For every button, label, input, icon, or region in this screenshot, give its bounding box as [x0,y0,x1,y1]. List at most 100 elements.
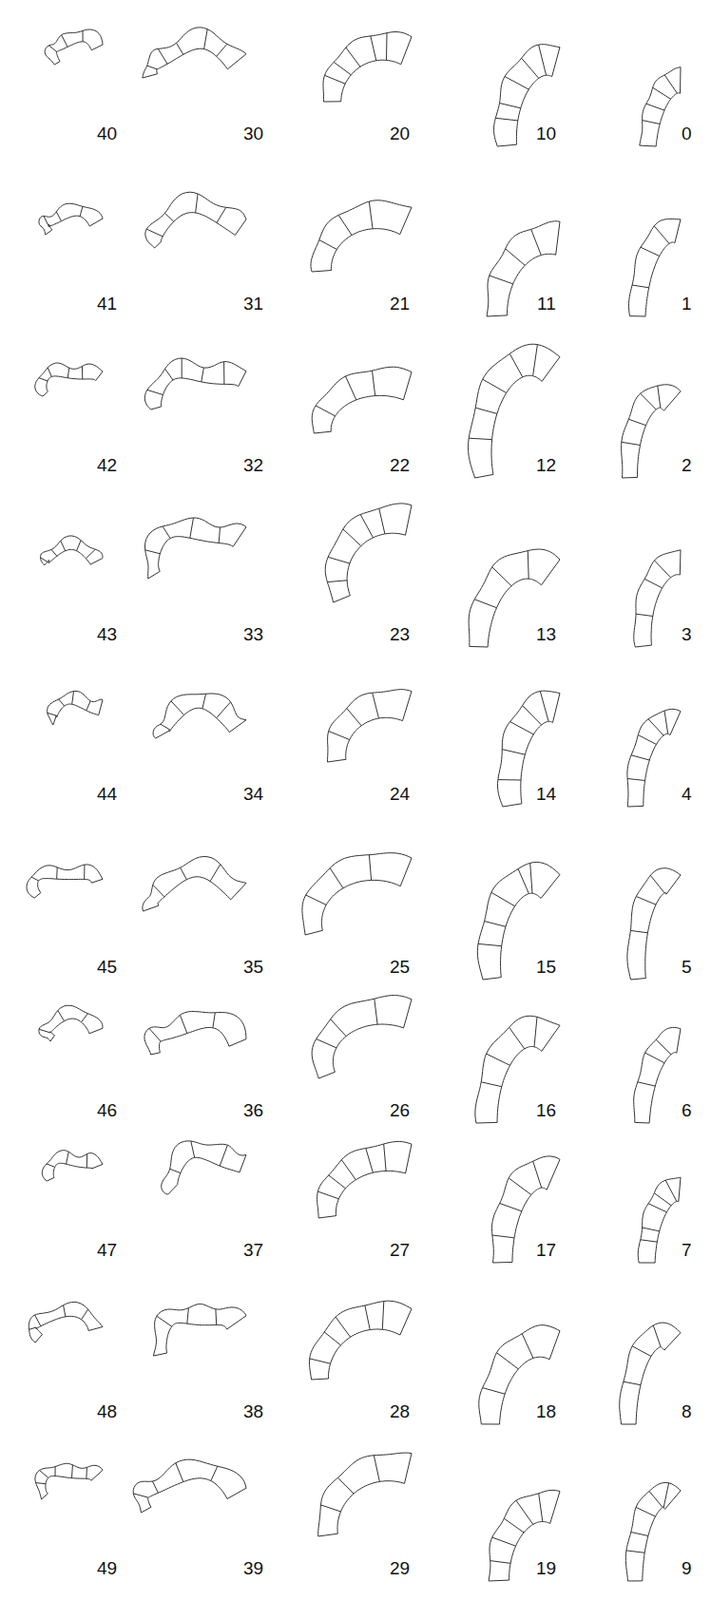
segmented-strip [477,862,560,981]
segment-joint [505,249,526,267]
segment-joint [645,1053,666,1064]
segment-joint [509,1027,525,1050]
segment-joint [175,1463,184,1483]
segment-joint [640,247,660,256]
segment-joint [211,1466,218,1481]
segment-joint [81,1309,89,1321]
segment-joint [152,1481,158,1494]
figure-number: 27 [388,1241,411,1260]
figure-number: 17 [535,1241,558,1260]
segment-joint [329,868,344,889]
segment-joint [66,1152,70,1165]
segment-joint [631,1533,649,1538]
segmented-strip [494,44,561,147]
segment-joint [210,864,221,883]
segment-joint [195,193,199,213]
segment-joint [538,1494,543,1523]
figure-number: 3 [680,625,693,644]
segment-joint [47,367,52,378]
segment-joint [370,36,377,61]
segment-joint [504,76,529,91]
segment-joint [650,875,665,894]
segment-joint [627,779,646,782]
segment-joint [653,87,672,99]
segment-joint [71,1465,74,1480]
segment-joint [325,75,346,84]
figure-number: 39 [242,1559,265,1578]
segment-joint [521,57,539,78]
segment-joint [153,884,165,898]
segment-joint [637,735,656,746]
segmented-strip [35,363,103,397]
figure-number: 48 [96,1402,118,1422]
segment-joint [330,1019,346,1038]
segment-joint [79,206,83,216]
segmented-strip [302,853,412,936]
segment-joint [316,1039,337,1049]
segment-joint [309,1359,331,1365]
figure-number: 35 [242,958,265,977]
segment-joint [315,405,336,417]
segment-joint [86,1154,88,1170]
segment-joint [56,211,61,222]
segmented-strip [621,384,681,479]
figure-number: 4 [680,785,693,804]
segment-joint [632,285,650,289]
segment-joint [40,557,50,564]
segmented-strip [323,32,412,103]
figure-number: 41 [96,294,118,313]
segment-joint [223,362,225,385]
segment-joint [368,201,373,230]
segment-joint [644,578,663,588]
segment-joint [346,709,362,727]
figure-number: 47 [96,1241,118,1260]
segment-joint [333,61,351,75]
segmented-strip [38,203,103,235]
segment-joint [171,701,185,716]
segmented-strip [145,518,248,579]
figure-number: 40 [96,124,118,143]
segment-joint [149,1028,161,1042]
figure-number: 9 [680,1559,693,1578]
figure-number: 28 [388,1402,411,1422]
segment-joint [635,614,654,616]
segment-joint [478,943,502,946]
segment-joint [538,44,547,76]
figure-number: 18 [535,1402,558,1422]
segmented-strip [145,192,247,249]
segmented-strip [311,996,412,1079]
segment-joint [621,441,641,445]
figure-number: 22 [388,456,411,475]
segment-joint [626,1551,645,1554]
segment-joint [63,1306,66,1318]
segment-joint [653,1193,672,1207]
segment-joint [379,508,385,535]
segment-joint [306,895,327,905]
segment-joint [56,867,58,880]
figure-number: 38 [242,1402,265,1422]
segment-joint [218,527,220,544]
segment-joint [382,1302,385,1331]
figure-number: 46 [96,1101,118,1120]
figure-number: 23 [388,625,411,644]
segment-joint [648,1204,667,1213]
segment-joint [531,229,542,255]
segment-joint [317,1191,339,1200]
segment-joint [365,1306,370,1331]
segment-joint [204,29,209,50]
segmented-strip [492,1156,561,1264]
segment-joint [498,779,521,781]
segment-joint [521,1334,534,1360]
figure-number: 44 [96,785,118,804]
segmented-strip [488,1490,560,1582]
segment-joint [165,368,173,381]
segment-joint [67,367,69,379]
figure-number: 43 [96,625,118,644]
segment-joint [640,1240,658,1243]
segment-joint [490,1561,511,1565]
figure-number: 7 [680,1241,693,1260]
segment-joint [76,540,82,552]
figure-number: 19 [535,1559,558,1578]
segment-joint [365,1149,374,1174]
figure-number: 32 [242,456,265,475]
